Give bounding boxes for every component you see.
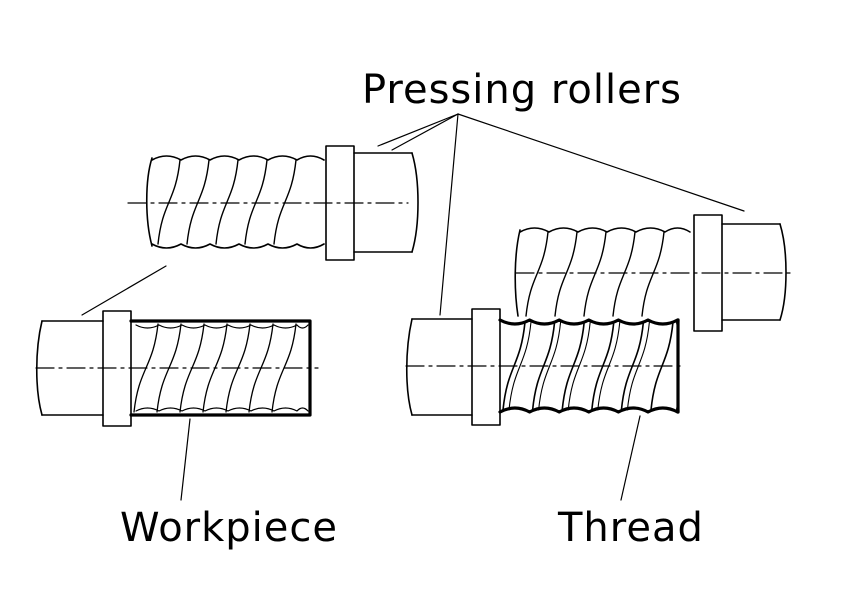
roller-end-curve bbox=[145, 157, 153, 247]
leader-lines bbox=[81, 113, 745, 501]
threaded-collar bbox=[471, 308, 501, 426]
pressing-roller-right bbox=[514, 214, 787, 332]
roller-helix-line bbox=[612, 231, 636, 317]
workpiece-bottom-impression bbox=[135, 407, 309, 412]
roller-shaft-end bbox=[779, 223, 787, 321]
workpiece-label: Workpiece bbox=[120, 505, 339, 551]
thread-top-profile bbox=[498, 318, 680, 326]
roller-shaft bbox=[721, 223, 781, 321]
roller-helix-line bbox=[186, 159, 210, 245]
roller-shaft bbox=[353, 152, 413, 253]
leader-to-top-roller-2 bbox=[391, 113, 459, 151]
roller-helix-line bbox=[525, 231, 549, 317]
threaded-shaft-end bbox=[405, 318, 413, 416]
roller-helix-line bbox=[583, 231, 607, 317]
threaded-workpiece bbox=[405, 308, 680, 426]
roller-bottom-crest bbox=[151, 243, 325, 249]
roller-helix-line bbox=[554, 231, 578, 317]
roller-helix-line bbox=[641, 231, 665, 317]
workpiece-shaft-end bbox=[35, 320, 43, 416]
roller-end-curve bbox=[514, 229, 521, 317]
roller-helix-line bbox=[244, 159, 268, 245]
workpiece-top-impression bbox=[135, 324, 309, 329]
roller-helix-line bbox=[273, 159, 297, 245]
roller-top-crest bbox=[151, 155, 325, 161]
leader-to-top-roller bbox=[377, 113, 459, 147]
pressing-rollers-label: Pressing rollers bbox=[362, 67, 683, 113]
threaded-shaft bbox=[411, 318, 473, 416]
leader-to-workpiece bbox=[180, 418, 191, 501]
workpiece-shaft bbox=[41, 320, 104, 416]
thread-helix-line-inner bbox=[538, 321, 562, 411]
roller-shaft-end bbox=[411, 152, 419, 253]
thread-label: Thread bbox=[558, 505, 704, 551]
roller-top-crest bbox=[519, 227, 691, 233]
leader-to-right-roller bbox=[457, 113, 745, 212]
leader-to-threaded-shaft bbox=[439, 113, 459, 316]
thread-bottom-profile bbox=[498, 406, 680, 414]
workpiece-blank-outline bbox=[129, 319, 312, 417]
thread-helix-line-inner bbox=[508, 321, 532, 411]
roller-to-workpiece-line bbox=[81, 265, 167, 316]
leader-to-thread bbox=[620, 415, 641, 501]
roller-helix-line bbox=[157, 159, 181, 245]
roller-helix-line bbox=[215, 159, 239, 245]
